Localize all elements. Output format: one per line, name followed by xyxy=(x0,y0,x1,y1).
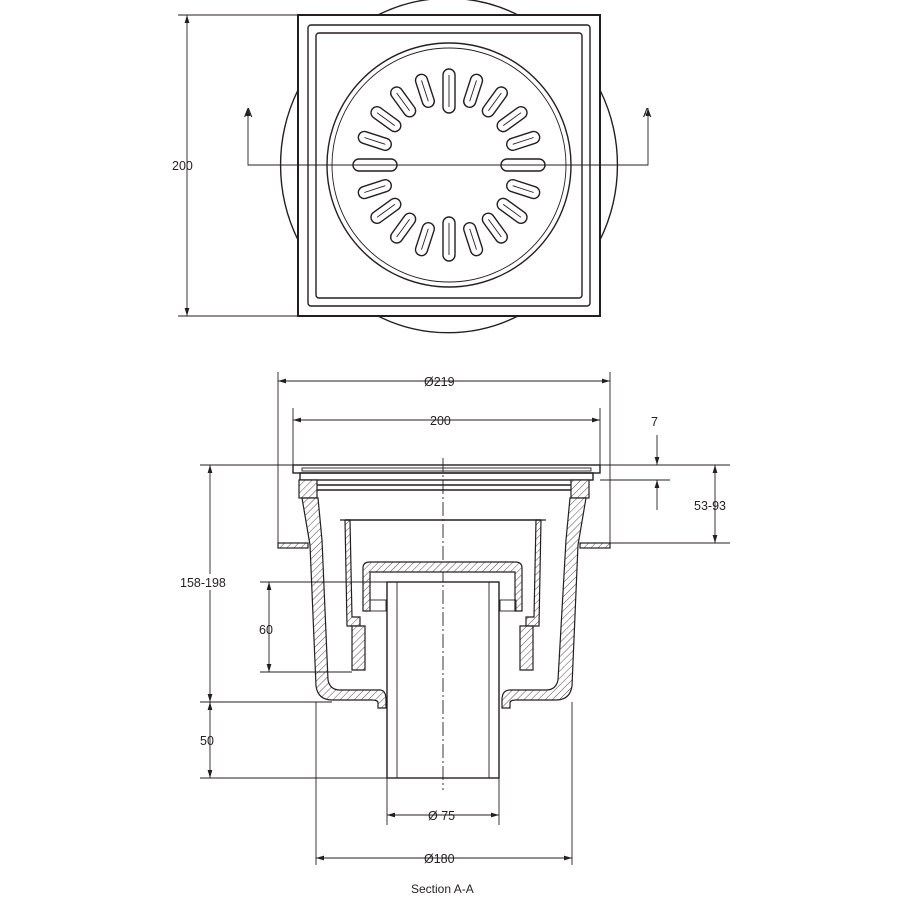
body-flange-left xyxy=(277,542,309,549)
section-mark-left: A xyxy=(244,106,253,120)
square-frame-inner xyxy=(307,24,591,307)
body-flange-right xyxy=(579,542,611,549)
grate-slot xyxy=(481,212,509,244)
insert-left xyxy=(340,519,361,627)
grate-slot xyxy=(496,105,528,133)
dim-total-height: 158-198 xyxy=(180,576,226,590)
dim-height-label: 200 xyxy=(172,159,193,173)
grate-slot xyxy=(496,197,528,225)
grate-slot xyxy=(414,73,435,108)
body-wall-left xyxy=(301,497,387,709)
trap-right xyxy=(519,625,534,671)
grate-slot xyxy=(389,212,417,244)
grate-top-inner xyxy=(301,467,592,472)
section-title: Section A-A xyxy=(411,882,474,896)
dim-body-diameter: Ø180 xyxy=(424,852,455,866)
grate-slot xyxy=(414,222,435,257)
bell-lip-right xyxy=(499,599,517,612)
grate-slot xyxy=(506,130,541,151)
dim-grate-width: 200 xyxy=(430,414,451,428)
grate-slot xyxy=(481,86,509,118)
grate-slot xyxy=(370,105,402,133)
section-view: Ø219 200 7 53-93 158-198 60 50 xyxy=(176,372,730,896)
grate-slot xyxy=(357,130,392,151)
section-line xyxy=(247,120,649,166)
dim-water-seal: 60 xyxy=(259,623,273,637)
body-circle-outline xyxy=(279,0,619,334)
grate-slot xyxy=(463,73,484,108)
dim-flange-diameter: Ø219 xyxy=(424,375,455,389)
section-mark-right: A xyxy=(643,106,652,120)
grate-slot xyxy=(357,179,392,200)
grate-slot xyxy=(442,68,456,114)
top-view: A A 200 xyxy=(172,0,652,334)
clamp-left xyxy=(298,479,318,499)
grate-slot xyxy=(442,216,456,262)
bell-cover xyxy=(362,561,523,612)
trap-left xyxy=(351,625,366,671)
dim-outlet-diameter: Ø 75 xyxy=(428,809,455,823)
dim-label-bg xyxy=(176,574,240,590)
outlet-pipe xyxy=(386,581,500,779)
grate-slot xyxy=(389,86,417,118)
grate-slot xyxy=(463,222,484,257)
dim-adjustable-frame: 53-93 xyxy=(694,499,726,513)
dim-spigot-length: 50 xyxy=(200,734,214,748)
square-frame-recess xyxy=(315,32,583,299)
square-frame xyxy=(297,14,601,317)
dim-grate-thickness: 7 xyxy=(651,415,658,429)
body-wall-right xyxy=(501,497,587,709)
bell-lip-left xyxy=(369,599,387,612)
grate-slot xyxy=(370,197,402,225)
grate-top xyxy=(292,464,601,474)
clamp-right xyxy=(570,479,590,499)
insert-right xyxy=(525,519,546,627)
frame-rim xyxy=(299,472,594,481)
grate-slot xyxy=(506,179,541,200)
